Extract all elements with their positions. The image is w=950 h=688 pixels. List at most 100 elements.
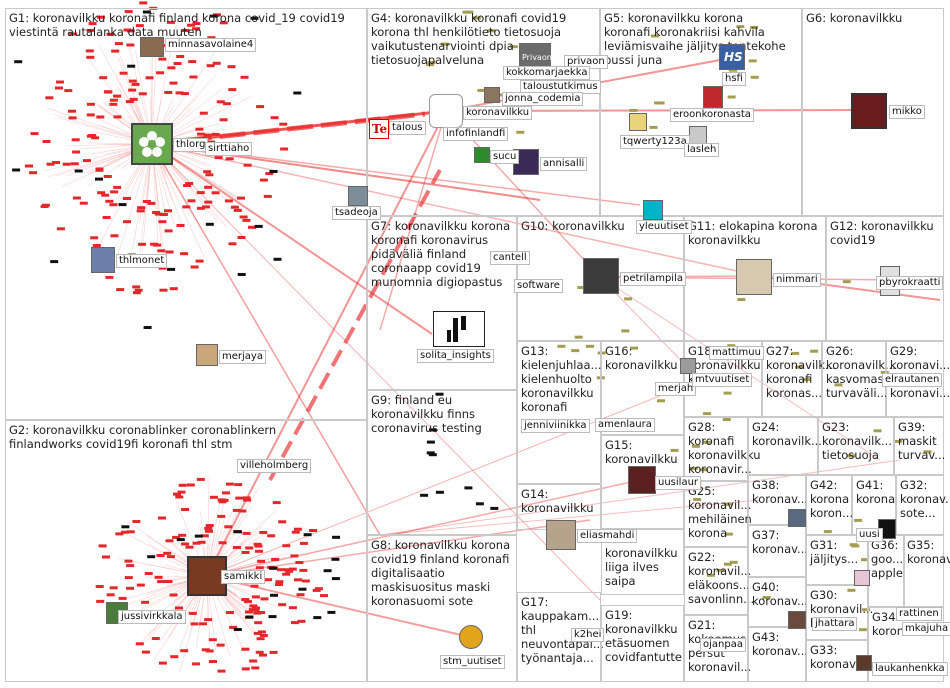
- graph-node[interactable]: [88, 22, 97, 26]
- graph-node[interactable]: [242, 496, 251, 500]
- graph-node[interactable]: [621, 329, 630, 333]
- graph-node[interactable]: [64, 89, 73, 93]
- thl-logo-icon[interactable]: [131, 123, 173, 165]
- graph-node[interactable]: [206, 64, 215, 68]
- graph-node[interactable]: [211, 132, 220, 136]
- graph-node[interactable]: [205, 524, 214, 527]
- graph-node[interactable]: [862, 608, 871, 612]
- graph-node[interactable]: [487, 29, 496, 33]
- graph-node[interactable]: [46, 162, 55, 166]
- graph-node[interactable]: [465, 10, 474, 14]
- graph-node[interactable]: [42, 140, 51, 143]
- graph-node[interactable]: [122, 197, 131, 200]
- graph-node[interactable]: [129, 97, 138, 101]
- graph-node[interactable]: [656, 101, 665, 105]
- graph-node[interactable]: [294, 578, 302, 582]
- graph-node[interactable]: [203, 170, 212, 174]
- graph-node[interactable]: [175, 495, 184, 499]
- node-label[interactable]: solita_insights: [417, 349, 494, 363]
- graph-node[interactable]: [71, 138, 80, 142]
- solita-logo-icon[interactable]: [433, 311, 485, 347]
- graph-node[interactable]: [189, 75, 198, 79]
- graph-node[interactable]: [55, 86, 63, 90]
- graph-node[interactable]: [197, 540, 206, 544]
- graph-node[interactable]: [268, 615, 277, 619]
- graph-node[interactable]: [851, 544, 860, 548]
- graph-node[interactable]: [207, 36, 216, 40]
- graph-node[interactable]: [224, 525, 233, 529]
- graph-node[interactable]: [172, 535, 181, 539]
- graph-node[interactable]: [255, 549, 263, 553]
- graph-node[interactable]: [858, 628, 867, 632]
- node-label[interactable]: jhattara: [812, 617, 858, 631]
- graph-node[interactable]: [165, 539, 174, 543]
- avatar[interactable]: [628, 466, 656, 494]
- graph-node[interactable]: [273, 257, 282, 261]
- talous-logo-icon[interactable]: Te: [369, 119, 389, 139]
- graph-node[interactable]: [190, 265, 199, 269]
- graph-node[interactable]: [25, 164, 33, 168]
- node-label[interactable]: eroonkoronasta: [670, 108, 754, 122]
- avatar[interactable]: [689, 126, 707, 144]
- graph-node[interactable]: [259, 634, 268, 637]
- graph-node[interactable]: [228, 242, 237, 246]
- graph-node[interactable]: [91, 136, 100, 140]
- graph-node[interactable]: [181, 542, 190, 546]
- graph-node[interactable]: [296, 593, 305, 597]
- node-label[interactable]: thlorg: [173, 138, 209, 152]
- avatar[interactable]: [546, 520, 576, 550]
- graph-node[interactable]: [794, 365, 803, 369]
- graph-node[interactable]: [167, 267, 175, 271]
- graph-node[interactable]: [135, 24, 144, 28]
- graph-node[interactable]: [191, 662, 200, 666]
- graph-node[interactable]: [441, 42, 449, 46]
- graph-node[interactable]: [201, 648, 210, 652]
- graph-node[interactable]: [164, 580, 173, 583]
- graph-node[interactable]: [255, 566, 264, 570]
- graph-node[interactable]: [219, 118, 228, 122]
- graph-node[interactable]: [219, 21, 228, 25]
- graph-node[interactable]: [185, 182, 194, 185]
- graph-node[interactable]: [103, 175, 112, 178]
- graph-node[interactable]: [86, 113, 95, 117]
- graph-node[interactable]: [141, 600, 150, 604]
- graph-node[interactable]: [45, 96, 54, 100]
- graph-node[interactable]: [157, 249, 166, 253]
- graph-node[interactable]: [181, 29, 190, 32]
- graph-node[interactable]: [154, 212, 163, 216]
- graph-node[interactable]: [190, 622, 199, 626]
- graph-node[interactable]: [98, 544, 107, 548]
- graph-node[interactable]: [197, 132, 206, 136]
- graph-node[interactable]: [847, 454, 856, 458]
- graph-node[interactable]: [509, 45, 518, 49]
- graph-node[interactable]: [253, 631, 262, 635]
- graph-node[interactable]: [132, 291, 141, 295]
- graph-node[interactable]: [132, 520, 141, 523]
- graph-node[interactable]: [689, 466, 698, 470]
- graph-node[interactable]: [702, 440, 711, 444]
- node-label[interactable]: ojanpaa: [700, 638, 746, 652]
- node-label[interactable]: petrilampila: [620, 272, 686, 286]
- graph-node[interactable]: [180, 252, 189, 256]
- graph-node[interactable]: [285, 569, 294, 573]
- graph-node[interactable]: [200, 534, 209, 538]
- graph-node[interactable]: [30, 132, 39, 136]
- graph-node[interactable]: [670, 448, 679, 452]
- graph-node[interactable]: [428, 453, 437, 457]
- graph-node[interactable]: [123, 220, 131, 224]
- graph-node[interactable]: [141, 650, 150, 654]
- graph-node[interactable]: [243, 163, 252, 167]
- graph-node[interactable]: [259, 178, 268, 182]
- graph-node[interactable]: [204, 185, 213, 189]
- graph-node[interactable]: [152, 211, 161, 214]
- node-label[interactable]: mikko: [889, 105, 925, 119]
- graph-node[interactable]: [331, 577, 340, 581]
- graph-node[interactable]: [650, 34, 659, 38]
- avatar[interactable]: [851, 93, 887, 129]
- graph-node[interactable]: [14, 60, 23, 64]
- graph-node[interactable]: [299, 541, 308, 545]
- graph-node[interactable]: [142, 10, 151, 14]
- graph-node[interactable]: [320, 594, 328, 598]
- graph-node[interactable]: [571, 349, 580, 353]
- graph-node[interactable]: [291, 530, 300, 534]
